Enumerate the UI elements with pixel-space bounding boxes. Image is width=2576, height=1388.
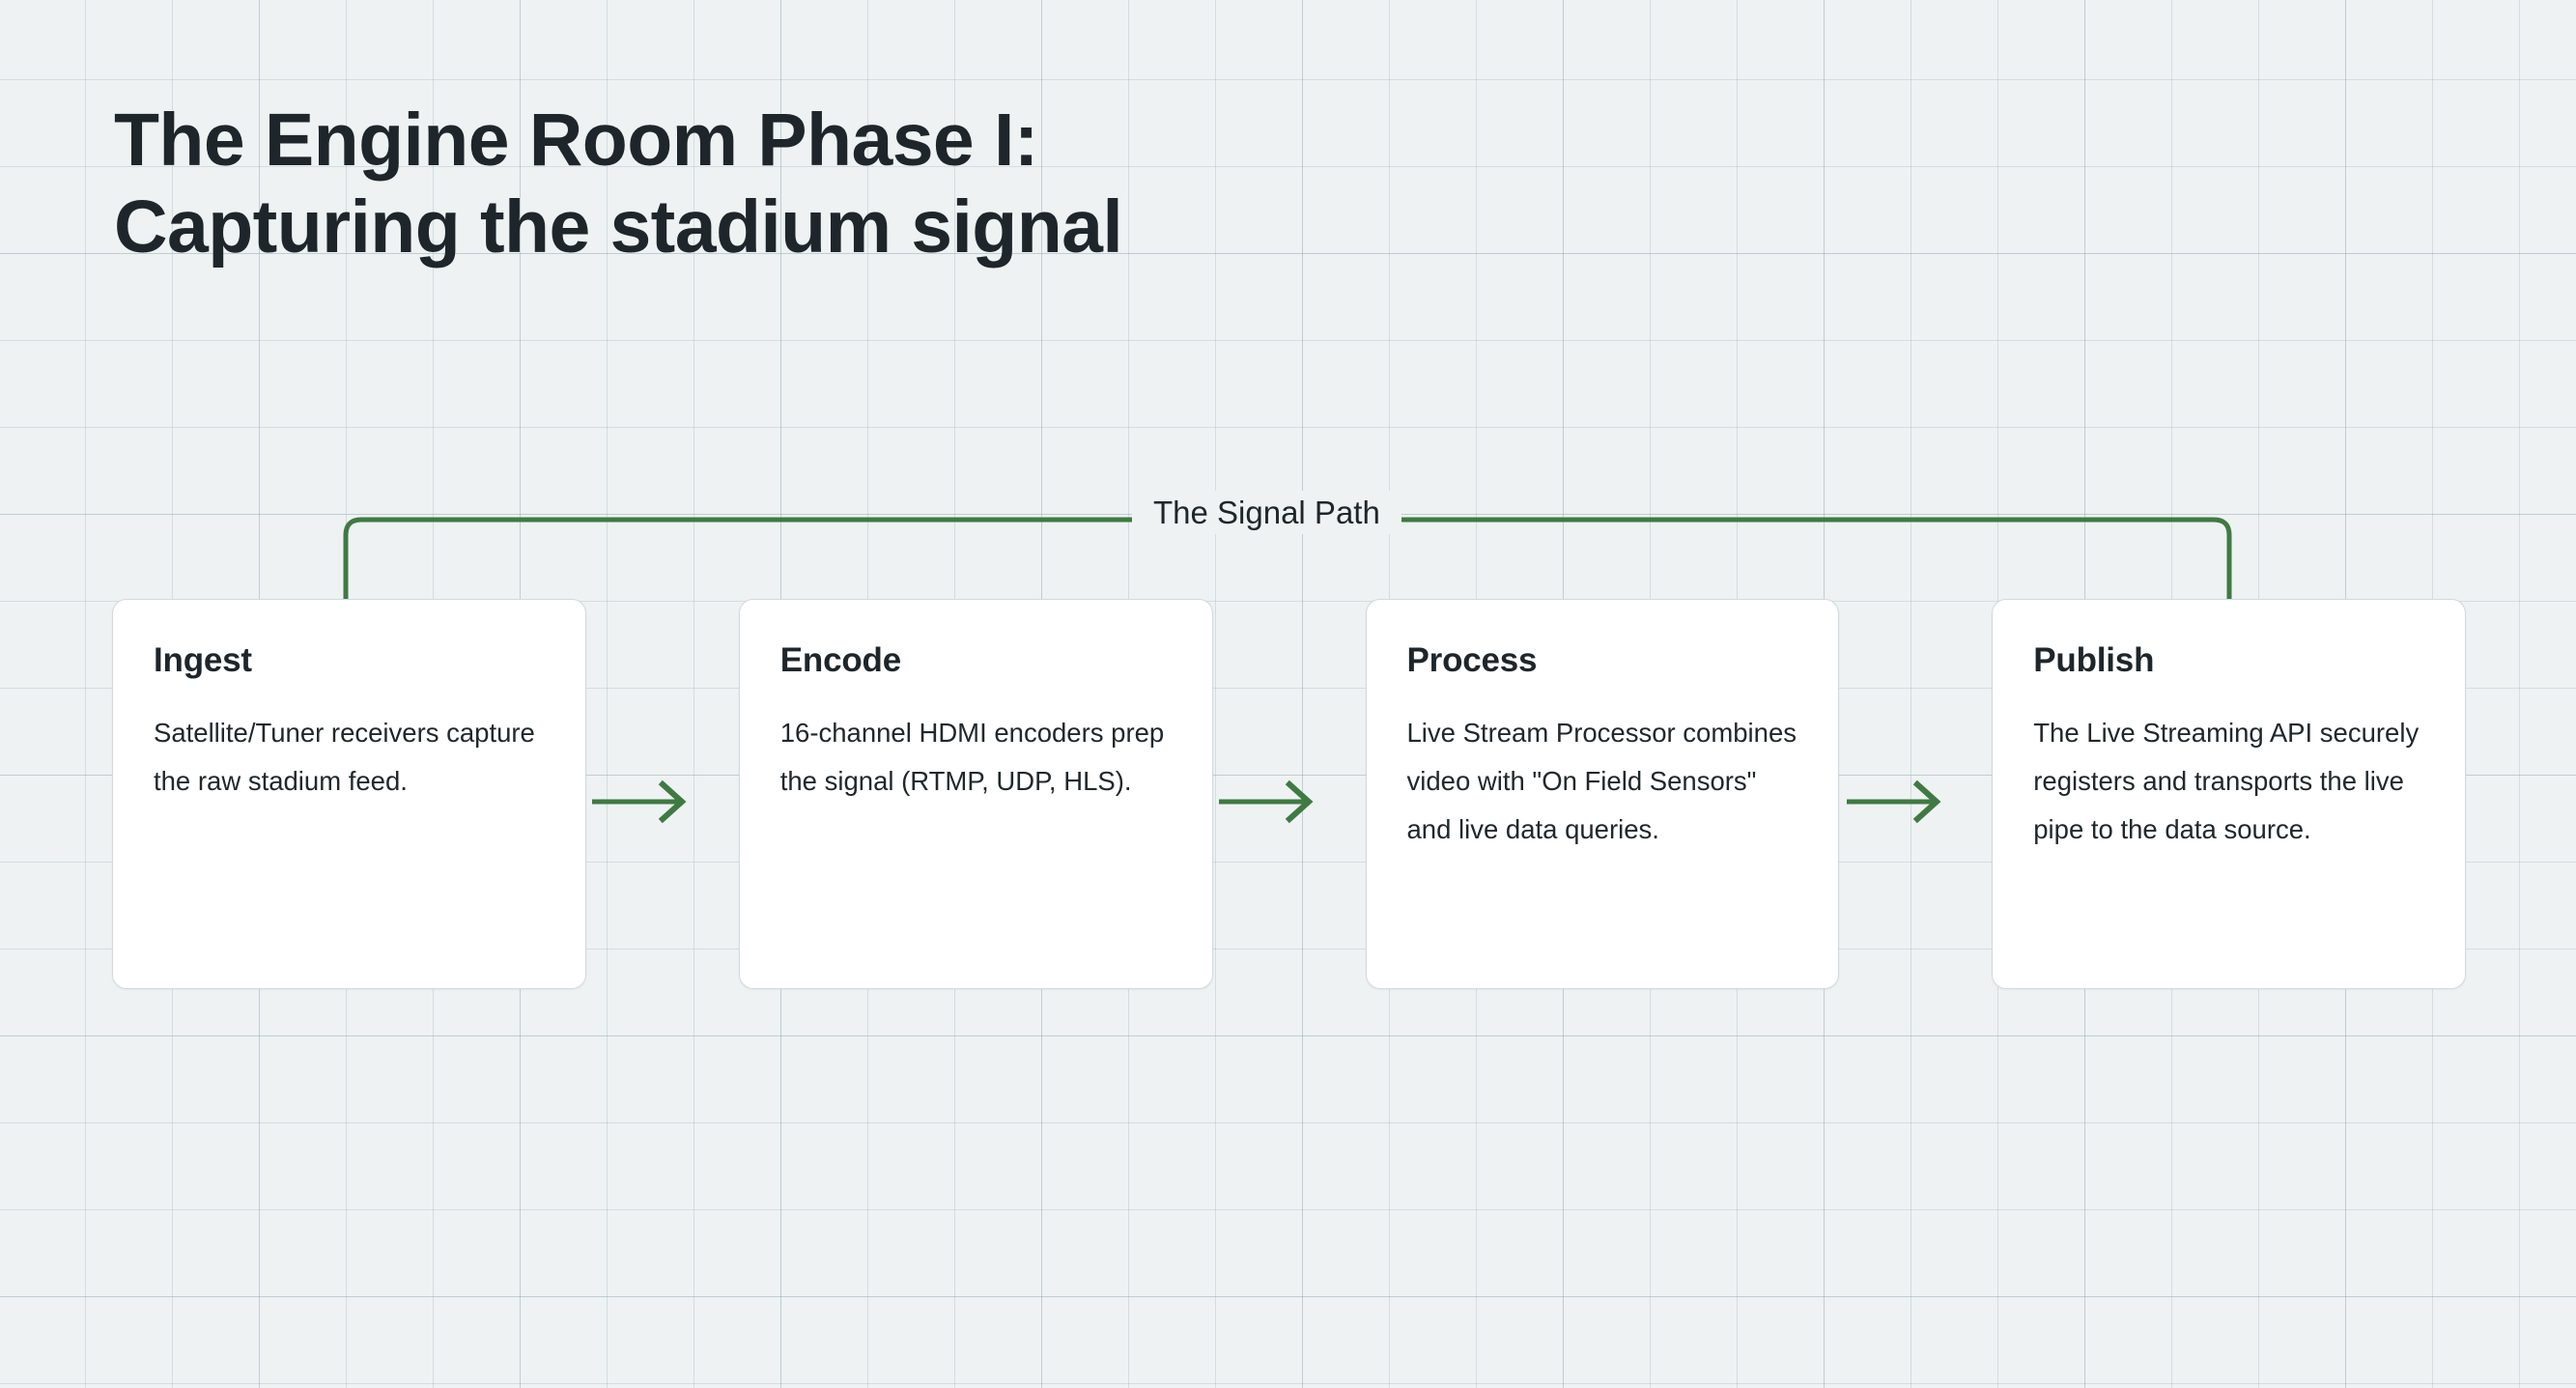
flow-card-ingest-body: Satellite/Tuner receivers capture the ra…: [154, 717, 535, 796]
flow-card-ingest[interactable]: Ingest Satellite/Tuner receivers capture…: [112, 599, 586, 989]
flow-card-encode-body: 16-channel HDMI encoders prep the signal…: [779, 717, 1165, 796]
signal-path-label: The Signal Path: [1132, 491, 1401, 534]
flow-card-process-title: Process: [1406, 641, 1538, 679]
flow-card-publish-title: Publish: [2033, 641, 2155, 679]
flow-card-publish-body: The Live Streaming API securely register…: [2033, 717, 2420, 844]
flow-card-publish[interactable]: Publish The Live Streaming API securely …: [1992, 599, 2466, 989]
flow-card-process-body: Live Stream Processor combines video wit…: [1406, 717, 1798, 844]
flow-cards-row: Ingest Satellite/Tuner receivers capture…: [112, 599, 2466, 989]
page-title-line-1: The Engine Room Phase I:: [114, 99, 1038, 182]
flow-card-encode[interactable]: Encode 16-channel HDMI encoders prep the…: [738, 599, 1213, 989]
page-title-line-2: Capturing the stadium signal: [114, 185, 1123, 269]
flow-card-ingest-title: Ingest: [154, 641, 252, 679]
flow-card-process[interactable]: Process Live Stream Processor combines v…: [1365, 599, 1840, 989]
page-title: The Engine Room Phase I: Capturing the s…: [114, 97, 1756, 270]
flow-card-encode-title: Encode: [779, 641, 901, 679]
